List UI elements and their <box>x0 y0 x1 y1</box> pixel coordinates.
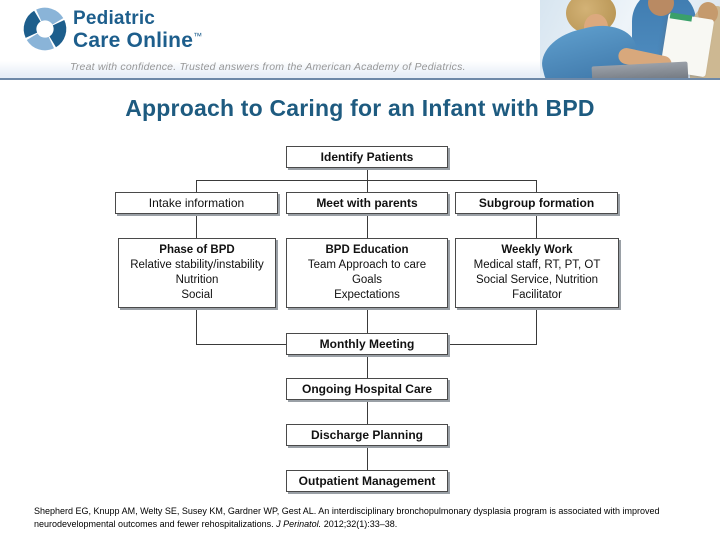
header-tagline: Treat with confidence. Trusted answers f… <box>70 61 466 73</box>
connector-line <box>196 214 197 238</box>
logo-line1: Pediatric <box>73 8 156 29</box>
box-title: BPD Education <box>325 244 409 256</box>
trademark-symbol: ™ <box>193 31 203 41</box>
box-line: Relative stability/instability <box>130 259 264 271</box>
page-title: Approach to Caring for an Infant with BP… <box>125 95 595 121</box>
box-line: Expectations <box>334 289 400 301</box>
connector-line <box>196 180 537 181</box>
logo-line2-text: Care Online <box>73 29 194 52</box>
flowchart-box-ongoing-hospital-care: Ongoing Hospital Care <box>286 378 448 400</box>
box-line: Social Service, Nutrition <box>475 274 599 286</box>
connector-line <box>367 168 368 180</box>
header-photo-clinicians <box>540 0 720 78</box>
connector-line <box>367 181 368 192</box>
citation-journal: J Perinatol. <box>276 519 322 529</box>
photo-figure-back-head <box>648 0 674 16</box>
box-line: Medical staff, RT, PT, OT <box>473 259 601 271</box>
connector-line <box>196 344 286 345</box>
flowchart-box-identify-patients: Identify Patients <box>286 146 448 168</box>
flowchart-box-discharge-planning: Discharge Planning <box>286 424 448 446</box>
connector-line <box>536 181 537 192</box>
connector-line <box>536 214 537 238</box>
citation-text: Shepherd EG, Knupp AM, Welty SE, Susey K… <box>34 505 686 531</box>
box-line: Goals <box>351 274 383 286</box>
connector-line <box>448 344 537 345</box>
citation-before: Shepherd EG, Knupp AM, Welty SE, Susey K… <box>34 506 660 529</box>
flowchart-box-subgroup-formation: Subgroup formation <box>455 192 618 214</box>
flowchart-box-monthly-meeting: Monthly Meeting <box>286 333 448 355</box>
flowchart-box-weekly-work: Weekly Work Medical staff, RT, PT, OT So… <box>455 238 619 308</box>
box-title: Weekly Work <box>501 244 573 256</box>
connector-line <box>367 400 368 424</box>
connector-line <box>367 214 368 238</box>
flowchart-box-phase-of-bpd: Phase of BPD Relative stability/instabil… <box>118 238 276 308</box>
connector-line <box>367 308 368 333</box>
connector-line <box>196 308 197 345</box>
citation-after: 2012;32(1):33–38. <box>321 519 398 529</box>
logo-line2: Care Online™ <box>73 30 202 51</box>
box-line: Facilitator <box>512 289 562 301</box>
connector-line <box>367 446 368 470</box>
connector-line <box>196 181 197 192</box>
pco-logo-wordmark: Pediatric Care Online™ <box>73 9 202 51</box>
flowchart-box-meet-with-parents: Meet with parents <box>286 192 448 214</box>
flowchart-box-bpd-education: BPD Education Team Approach to care Goal… <box>286 238 448 308</box>
box-line: Social <box>181 289 213 301</box>
connector-line <box>367 355 368 378</box>
pco-logo-swirl-icon <box>23 7 67 51</box>
flowchart-box-outpatient-management: Outpatient Management <box>286 470 448 492</box>
header-bar: Pediatric Care Online™ Treat with confid… <box>0 0 720 80</box>
flowchart-box-intake-information: Intake information <box>115 192 278 214</box>
box-line: Nutrition <box>175 274 219 286</box>
box-line: Team Approach to care <box>307 259 427 271</box>
connector-line <box>536 308 537 345</box>
box-title: Phase of BPD <box>159 244 235 256</box>
